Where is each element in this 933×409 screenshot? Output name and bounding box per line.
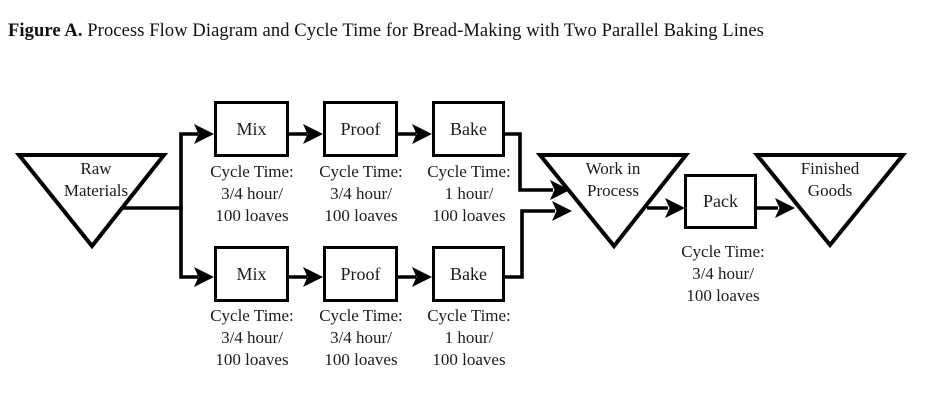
connector-top-bake-to-wip (503, 132, 553, 192)
figure-caption: Figure A. Process Flow Diagram and Cycle… (8, 21, 764, 42)
arrowhead-into-bottom-proof (303, 267, 323, 287)
process-box-bake-bottom: Bake (432, 246, 505, 302)
cycle-time-line: 3/4 hour/ (221, 183, 283, 203)
arrowhead-into-wip-top (550, 180, 570, 200)
cycle-time-line: 100 loaves (432, 349, 506, 369)
process-box-mix-top: Mix (214, 101, 289, 157)
work-in-process-label: Work in Process (538, 158, 688, 202)
cycle-time-line: 1 hour/ (444, 183, 494, 203)
finished-goods-label: Finished Goods (755, 158, 905, 202)
cycle-time-line: 3/4 hour/ (692, 263, 754, 283)
arrowhead-into-bottom-mix (194, 267, 214, 287)
process-box-mix-bottom: Mix (214, 246, 289, 302)
arrowhead-into-pack (665, 198, 685, 218)
raw-materials-label: Raw Materials (21, 158, 171, 202)
raw-materials-label-line2: Materials (63, 181, 129, 200)
cycle-time-line: 100 loaves (324, 205, 398, 225)
connector-bottom-bake-to-wip (503, 209, 555, 279)
raw-materials-triangle (14, 153, 169, 250)
arrowhead-into-wip-bottom (552, 201, 572, 221)
cycle-time-line: 3/4 hour/ (330, 327, 392, 347)
process-box-mix-bottom-label: Mix (236, 263, 267, 284)
finished-goods-label-line2: Goods (807, 181, 853, 200)
cycle-time-line: 1 hour/ (444, 327, 494, 347)
cycle-time-line: Cycle Time: (427, 162, 511, 181)
arrowhead-into-top-mix (194, 124, 214, 144)
cycle-time-bake-top: Cycle Time: 1 hour/ 100 loaves (407, 161, 531, 226)
figure-label: Figure A. (8, 21, 83, 41)
work-in-process-triangle (535, 153, 691, 250)
raw-materials-label-line1: Raw (80, 159, 112, 178)
cycle-time-proof-top: Cycle Time: 3/4 hour/ 100 loaves (299, 161, 423, 226)
work-in-process-label-line1: Work in (585, 159, 641, 178)
cycle-time-line: Cycle Time: (427, 306, 511, 325)
cycle-time-line: 100 loaves (324, 349, 398, 369)
cycle-time-line: Cycle Time: (210, 306, 294, 325)
cycle-time-proof-bottom: Cycle Time: 3/4 hour/ 100 loaves (299, 305, 423, 370)
process-box-proof-bottom-label: Proof (340, 263, 381, 284)
cycle-time-line: 100 loaves (432, 205, 506, 225)
process-box-proof-bottom: Proof (323, 246, 398, 302)
finished-goods-triangle (752, 153, 908, 249)
finished-goods-label-line1: Finished (800, 159, 860, 178)
process-box-mix-top-label: Mix (236, 118, 267, 139)
cycle-time-pack: Cycle Time: 3/4 hour/ 100 loaves (661, 241, 785, 306)
cycle-time-bake-bottom: Cycle Time: 1 hour/ 100 loaves (407, 305, 531, 370)
cycle-time-line: Cycle Time: (210, 162, 294, 181)
arrowhead-into-top-bake (412, 124, 432, 144)
cycle-time-line: 3/4 hour/ (221, 327, 283, 347)
cycle-time-line: 100 loaves (215, 349, 289, 369)
connector-raw-to-bottom-mix (179, 206, 198, 279)
arrowhead-into-bottom-bake (412, 267, 432, 287)
process-box-pack: Pack (684, 174, 757, 229)
process-box-proof-top: Proof (323, 101, 398, 157)
cycle-time-line: Cycle Time: (319, 306, 403, 325)
cycle-time-line: Cycle Time: (681, 242, 765, 261)
process-box-pack-label: Pack (703, 191, 738, 211)
cycle-time-line: 100 loaves (215, 205, 289, 225)
figure-caption-text: Process Flow Diagram and Cycle Time for … (87, 21, 764, 41)
connector-raw-to-top-mix (122, 132, 198, 210)
cycle-time-mix-top: Cycle Time: 3/4 hour/ 100 loaves (190, 161, 314, 226)
process-box-proof-top-label: Proof (340, 118, 381, 139)
work-in-process-label-line2: Process (587, 181, 639, 200)
process-box-bake-bottom-label: Bake (450, 263, 487, 284)
cycle-time-line: 100 loaves (686, 285, 760, 305)
cycle-time-mix-bottom: Cycle Time: 3/4 hour/ 100 loaves (190, 305, 314, 370)
process-box-bake-top-label: Bake (450, 118, 487, 139)
cycle-time-line: Cycle Time: (319, 162, 403, 181)
arrowhead-into-top-proof (303, 124, 323, 144)
cycle-time-line: 3/4 hour/ (330, 183, 392, 203)
arrowhead-into-finished-goods (775, 198, 795, 218)
process-box-bake-top: Bake (432, 101, 505, 157)
